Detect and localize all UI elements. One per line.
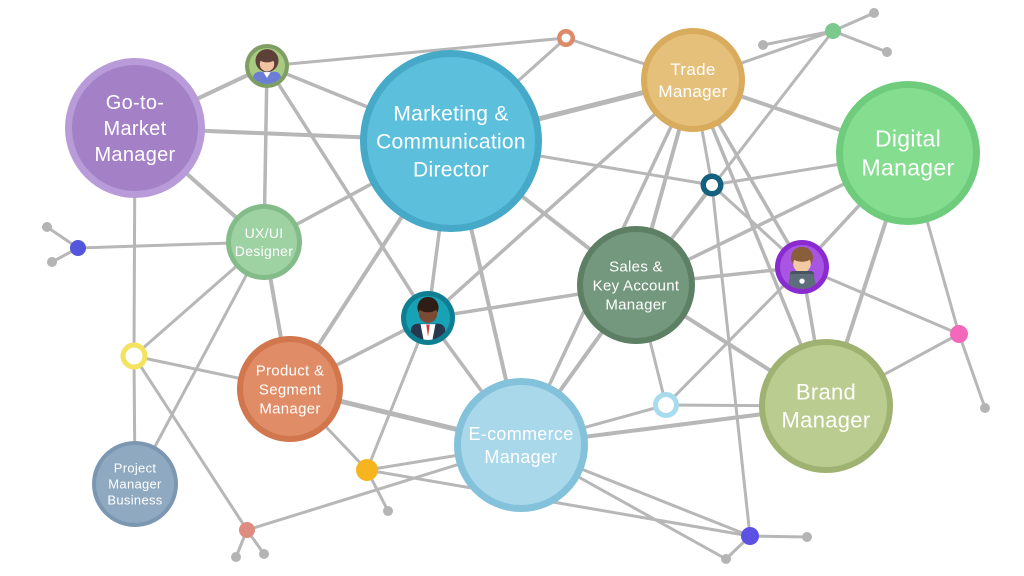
edge-line: [801, 265, 960, 336]
node-fill: [231, 209, 297, 275]
dot-blue-outer: [70, 240, 86, 256]
edge-line: [832, 29, 888, 54]
avatars-layer: [245, 44, 829, 345]
dot-salmon-outer: [239, 522, 255, 538]
dot-salmon-ring: [557, 29, 575, 47]
edge-line: [710, 184, 752, 537]
dot-blue: [70, 240, 86, 256]
dot-yellow-ring: [120, 342, 148, 370]
dot-indigo-outer: [741, 527, 759, 545]
edge-line: [266, 36, 567, 68]
line-endpoint-dot: [383, 506, 393, 516]
edge-line: [366, 468, 751, 538]
node-fill: [765, 345, 887, 467]
node-fill: [367, 57, 535, 225]
edge-line: [426, 78, 695, 320]
edge-line: [265, 65, 430, 319]
line-endpoint-dot: [882, 47, 892, 57]
dot-teal-ring-center: [706, 179, 718, 191]
line-endpoint-dot: [259, 549, 269, 559]
line-endpoint-dot: [802, 532, 812, 542]
dot-green: [825, 23, 841, 39]
node-fill: [583, 232, 689, 338]
avatar-woman: [245, 44, 289, 88]
dots-layer: [70, 23, 968, 545]
node-fill: [96, 445, 174, 523]
line-endpoint-dot: [42, 222, 52, 232]
edge-line: [365, 317, 430, 471]
woman-icon: [252, 49, 282, 84]
dot-salmon-ring-center: [561, 33, 571, 43]
node-fill: [461, 385, 581, 505]
line-endpoint-dot: [980, 403, 990, 413]
node-fill: [647, 34, 739, 126]
edge-line: [762, 29, 834, 47]
dot-teal-ring: [700, 173, 724, 197]
node-fill: [843, 88, 973, 218]
avatar-man-laptop: [775, 240, 829, 294]
dot-salmon: [239, 522, 255, 538]
avatar-man-suit: [401, 291, 455, 345]
edge-line: [957, 333, 987, 409]
dot-lightblue-ring: [653, 392, 679, 418]
endpoints-layer: [42, 8, 990, 564]
dot-indigo: [741, 527, 759, 545]
edge-line: [132, 355, 249, 531]
dot-pink-outer: [950, 325, 968, 343]
man-suit-icon: [410, 296, 446, 340]
line-endpoint-dot: [47, 257, 57, 267]
dot-pink: [950, 325, 968, 343]
line-endpoint-dot: [721, 554, 731, 564]
man-laptop-icon: [787, 246, 817, 289]
dot-lightblue-ring-center: [658, 397, 674, 413]
node-fill: [243, 342, 337, 436]
line-endpoint-dot: [231, 552, 241, 562]
edge-line: [133, 241, 266, 485]
dot-yellow-ring-center: [125, 347, 143, 365]
line-endpoint-dot: [869, 8, 879, 18]
dot-green-outer: [825, 23, 841, 39]
line-endpoint-dot: [758, 40, 768, 50]
edge-line: [664, 265, 804, 407]
edge-line: [749, 534, 808, 539]
dot-amber: [356, 459, 378, 481]
node-fill: [72, 65, 198, 191]
dot-amber-outer: [356, 459, 378, 481]
